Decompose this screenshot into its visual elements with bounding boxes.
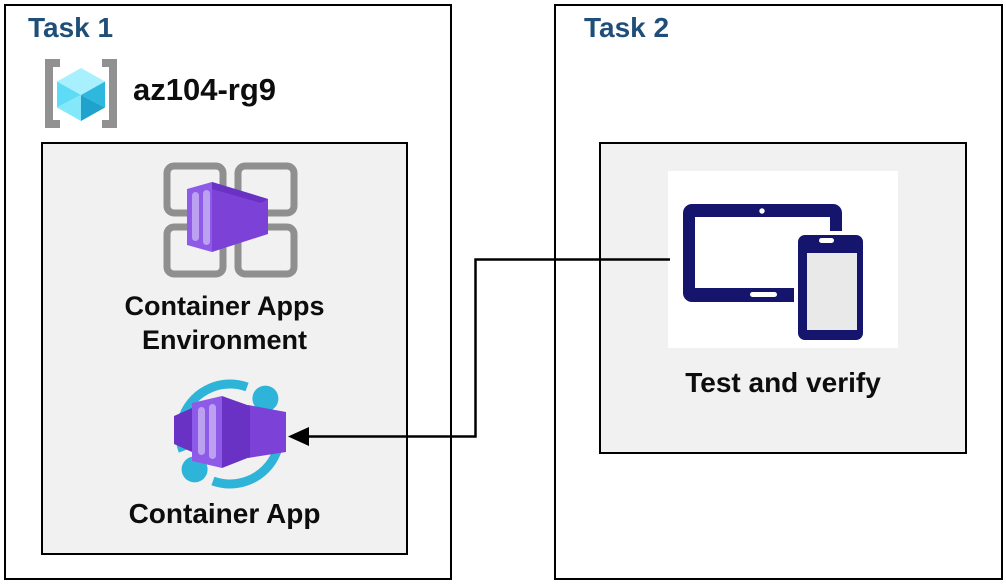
resource-group-icon [45, 59, 117, 128]
container-app-icon [174, 379, 286, 489]
task2-title: Task 2 [584, 12, 670, 43]
tablet-phone-devices-icon [683, 204, 867, 344]
environment-label: Container Apps Environment [41, 289, 408, 357]
environment-label-line2: Environment [141, 325, 308, 355]
devices-icon-background [668, 171, 898, 348]
task1-title: Task 1 [28, 12, 114, 43]
test-and-verify-label: Test and verify [685, 367, 881, 398]
container-app-label: Container App [128, 498, 321, 529]
environment-label-line1: Container Apps [124, 291, 325, 321]
resource-group-name: az104-rg9 [133, 72, 277, 107]
container-apps-environment-icon [163, 162, 298, 278]
